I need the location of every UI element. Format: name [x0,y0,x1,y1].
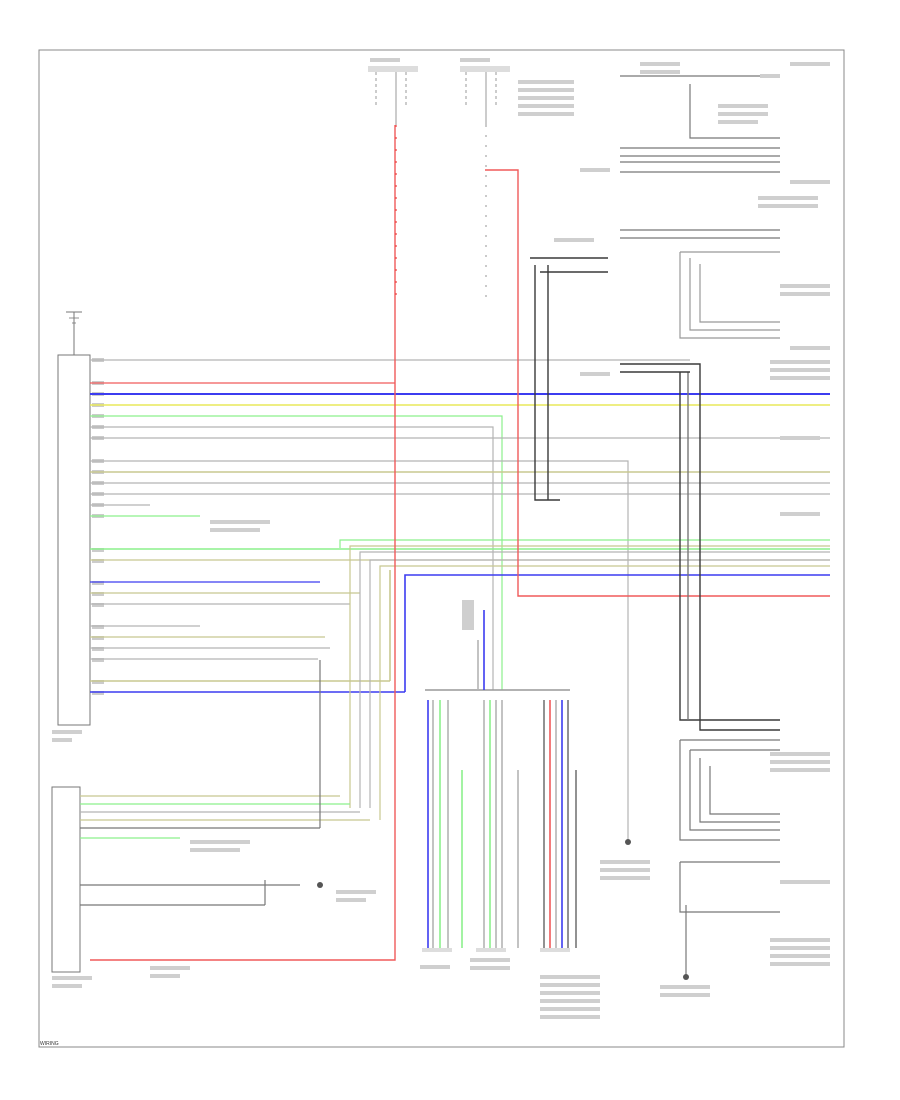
right-unit-connector [540,948,570,952]
label-blocks [52,58,830,1019]
lower-module [51,786,81,973]
power-wires [90,125,830,961]
ground-point-center [625,839,631,845]
head-unit-module [57,354,91,726]
right-connectors [679,739,780,975]
ground-point-left [317,882,323,888]
middle-unit-connector [476,948,506,952]
fuse-block-right [460,66,510,125]
head-unit-wires [90,359,830,840]
footer-label: WIRING [40,1041,59,1047]
head-unit-pins [92,358,104,695]
top-right-components [620,75,780,339]
diagram-border [38,49,845,1048]
right-bundle-wires [339,539,830,820]
lower-module-wires [80,660,370,906]
fuse-block-left [368,66,418,125]
left-unit-connector [422,948,452,952]
antenna-icon [66,311,82,355]
center-connector-group [425,610,577,948]
dark-cables [530,257,780,731]
ground-point-right [683,974,689,980]
